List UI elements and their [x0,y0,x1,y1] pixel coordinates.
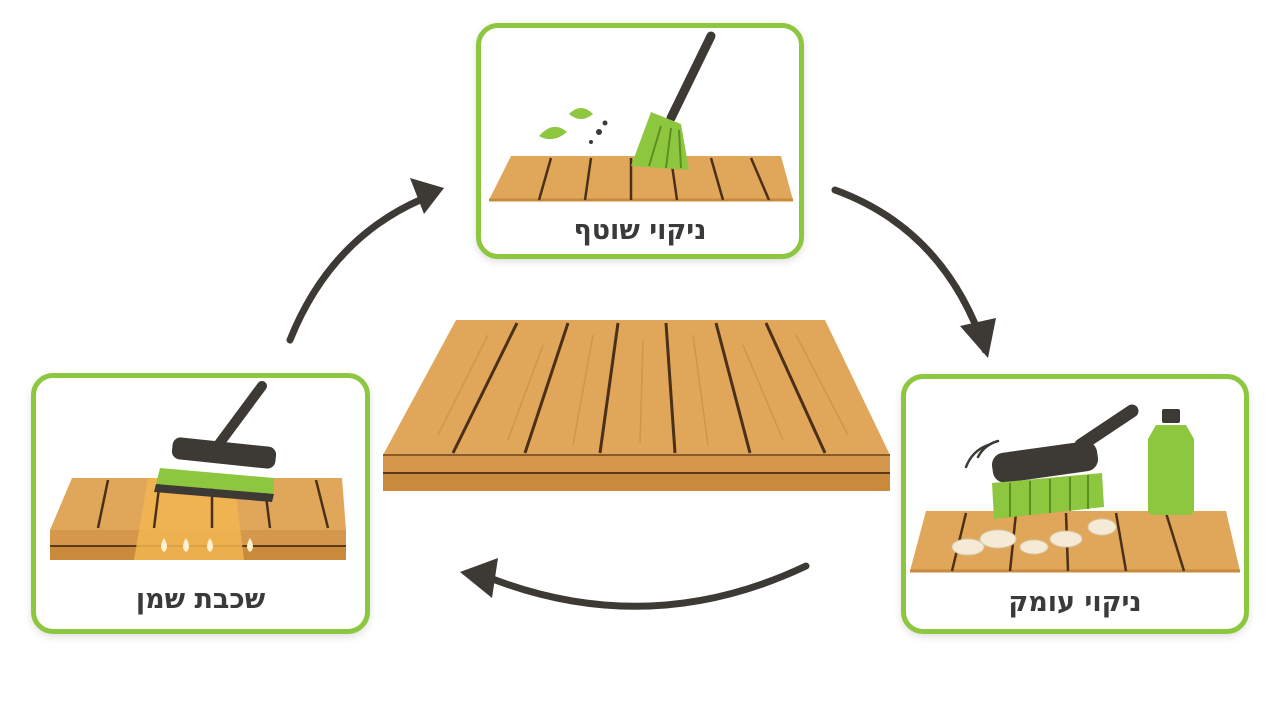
leaf-icon [569,108,593,119]
center-wood-deck [383,320,890,491]
step-label: שכבת שמן [135,584,266,615]
step-card-routine-cleaning: ניקוי שוטף [476,23,804,259]
oil-drops [161,538,253,552]
arrow-left-to-top [286,178,444,344]
step-card-oil-coating: שכבת שמן [31,373,370,634]
arrow-top-to-right [831,186,996,358]
step-card-deep-cleaning: ניקוי עומק [901,374,1249,634]
step-label: ניקוי שוטף [573,215,707,246]
step-label: ניקוי עומק [1008,587,1142,618]
arrow-right-to-left [460,558,810,610]
leaf-icon [539,126,567,140]
broom-icon [489,31,793,202]
oil-applicator-icon [50,381,346,560]
cleaner-bottle-icon [1148,409,1194,515]
scrub-brush-icon [910,404,1240,573]
